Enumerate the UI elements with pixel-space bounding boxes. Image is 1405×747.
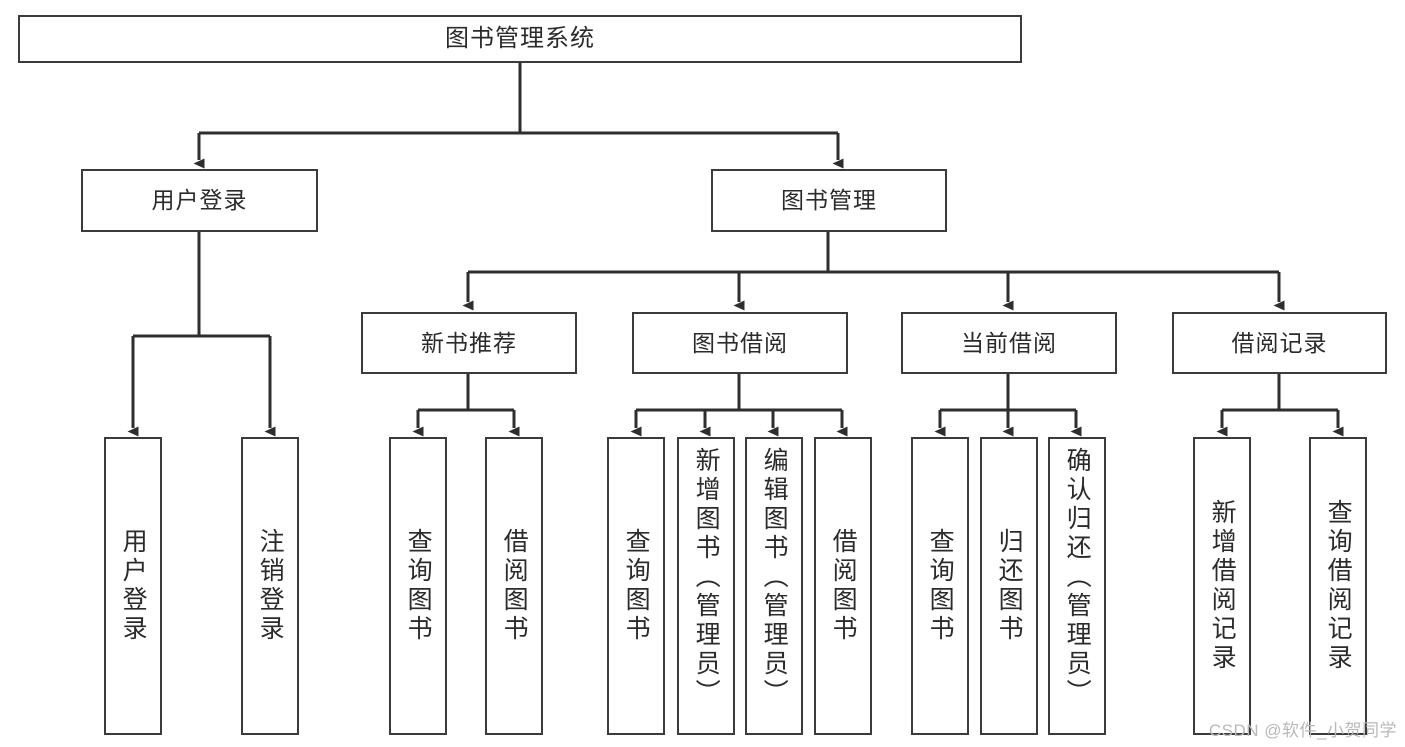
node-label: 图书借阅 <box>692 329 788 356</box>
node-current-borrow[interactable]: 当前借阅 <box>901 312 1117 374</box>
node-label: 当前借阅 <box>961 329 1057 356</box>
node-label: 新书推荐 <box>421 329 517 356</box>
node-label: 借阅图书 <box>500 528 529 644</box>
node-label: 确认归还（管理员） <box>1063 447 1092 708</box>
node-label: 查询借阅记录 <box>1324 499 1353 673</box>
node-label: 查询图书 <box>926 528 955 644</box>
node-label: 查询图书 <box>404 528 433 644</box>
node-user-login[interactable]: 用户登录 <box>81 169 318 232</box>
leaf-edit-book-admin[interactable]: 编辑图书（管理员） <box>745 437 803 735</box>
leaf-query-book-borrow[interactable]: 查询图书 <box>607 437 665 735</box>
node-label: 图书管理系统 <box>445 25 595 53</box>
node-label: 图书管理 <box>781 187 877 214</box>
leaf-borrow-book-recommend[interactable]: 借阅图书 <box>485 437 543 735</box>
node-label: 用户登录 <box>151 187 248 214</box>
leaf-add-book-admin[interactable]: 新增图书（管理员） <box>677 437 735 735</box>
leaf-query-book-recommend[interactable]: 查询图书 <box>389 437 447 735</box>
node-borrow-record[interactable]: 借阅记录 <box>1172 312 1387 374</box>
node-root-book-management-system[interactable]: 图书管理系统 <box>18 15 1022 63</box>
node-label: 注销登录 <box>256 528 285 644</box>
node-label: 借阅图书 <box>829 528 858 644</box>
leaf-query-borrow-record[interactable]: 查询借阅记录 <box>1309 437 1367 735</box>
watermark: CSDN @软件_小贺同学 <box>1208 721 1397 740</box>
node-label: 查询图书 <box>622 528 651 644</box>
leaf-return-book[interactable]: 归还图书 <box>980 437 1038 735</box>
leaf-confirm-return-admin[interactable]: 确认归还（管理员） <box>1048 437 1106 735</box>
leaf-user-login[interactable]: 用户登录 <box>104 437 162 735</box>
node-label: 编辑图书（管理员） <box>760 447 789 708</box>
node-label: 新增借阅记录 <box>1208 499 1237 673</box>
leaf-query-book-current[interactable]: 查询图书 <box>911 437 969 735</box>
leaf-logout[interactable]: 注销登录 <box>241 437 299 735</box>
node-label: 归还图书 <box>995 528 1024 644</box>
node-label: 新增图书（管理员） <box>692 447 721 708</box>
leaf-add-borrow-record[interactable]: 新增借阅记录 <box>1193 437 1251 735</box>
node-book-borrow[interactable]: 图书借阅 <box>632 312 848 374</box>
node-new-book-recommend[interactable]: 新书推荐 <box>361 312 577 374</box>
node-book-management[interactable]: 图书管理 <box>711 169 947 232</box>
leaf-borrow-book[interactable]: 借阅图书 <box>814 437 872 735</box>
node-label: 用户登录 <box>119 528 148 644</box>
node-label: 借阅记录 <box>1231 329 1328 356</box>
